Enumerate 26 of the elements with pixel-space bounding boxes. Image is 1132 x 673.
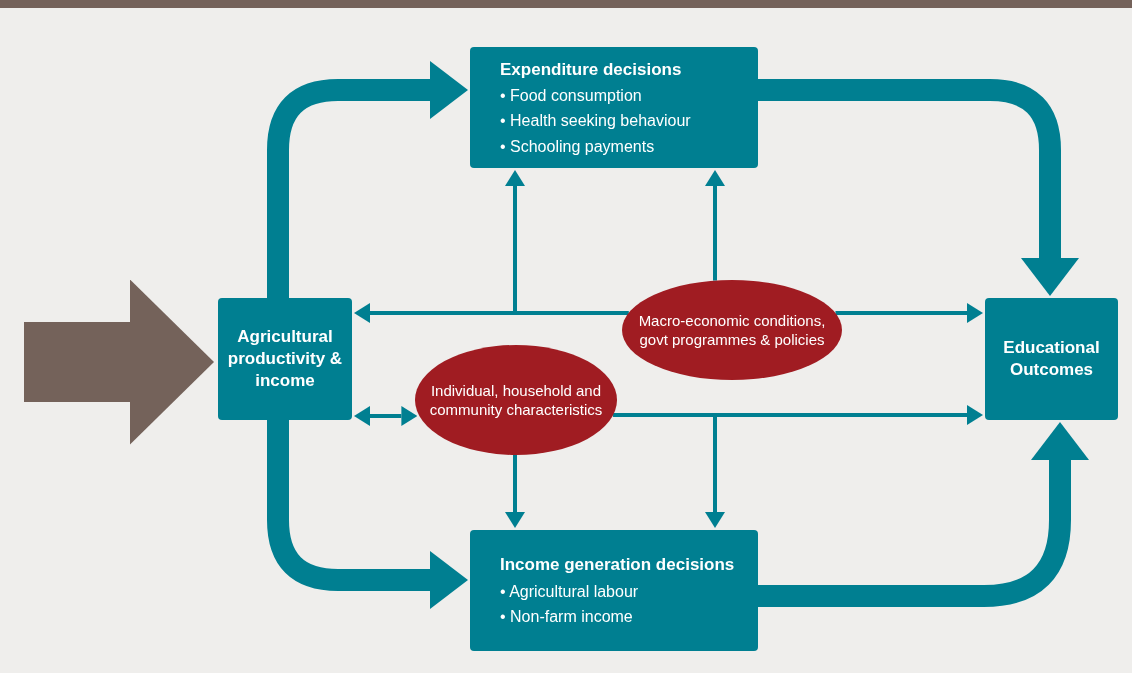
arrow (613, 405, 983, 425)
arrow (758, 79, 1079, 296)
arrow (354, 406, 418, 426)
arrow (758, 422, 1089, 607)
outcome-box (985, 298, 1118, 420)
bullet-item: • Agricultural labour (500, 581, 640, 602)
arrow (835, 303, 983, 323)
arrow (505, 455, 525, 528)
bullet-item: • Food consumption (500, 85, 643, 106)
input-arrow (24, 279, 214, 445)
arrow (267, 61, 468, 298)
process-box (470, 47, 758, 168)
arrow (267, 420, 468, 609)
box-label: Individual, household and community characteristics (428, 380, 604, 420)
process-box (470, 530, 758, 651)
bullet-item: • Schooling payments (500, 136, 656, 157)
box-heading: Income generation decisions (500, 554, 736, 577)
bullet-item: • Health seeking behaviour (500, 111, 692, 132)
box-heading: Expenditure decisions (500, 58, 683, 81)
process-box (218, 298, 352, 420)
box-label: Macro-economic conditions, govt programmes & policies (637, 310, 827, 350)
arrow (705, 170, 725, 281)
arrow (505, 170, 629, 315)
bullet-item: • Non-farm income (500, 607, 634, 628)
box-label: Educational Outcomes (1002, 336, 1101, 381)
box-label: Agricultural productivity & income (226, 325, 344, 393)
